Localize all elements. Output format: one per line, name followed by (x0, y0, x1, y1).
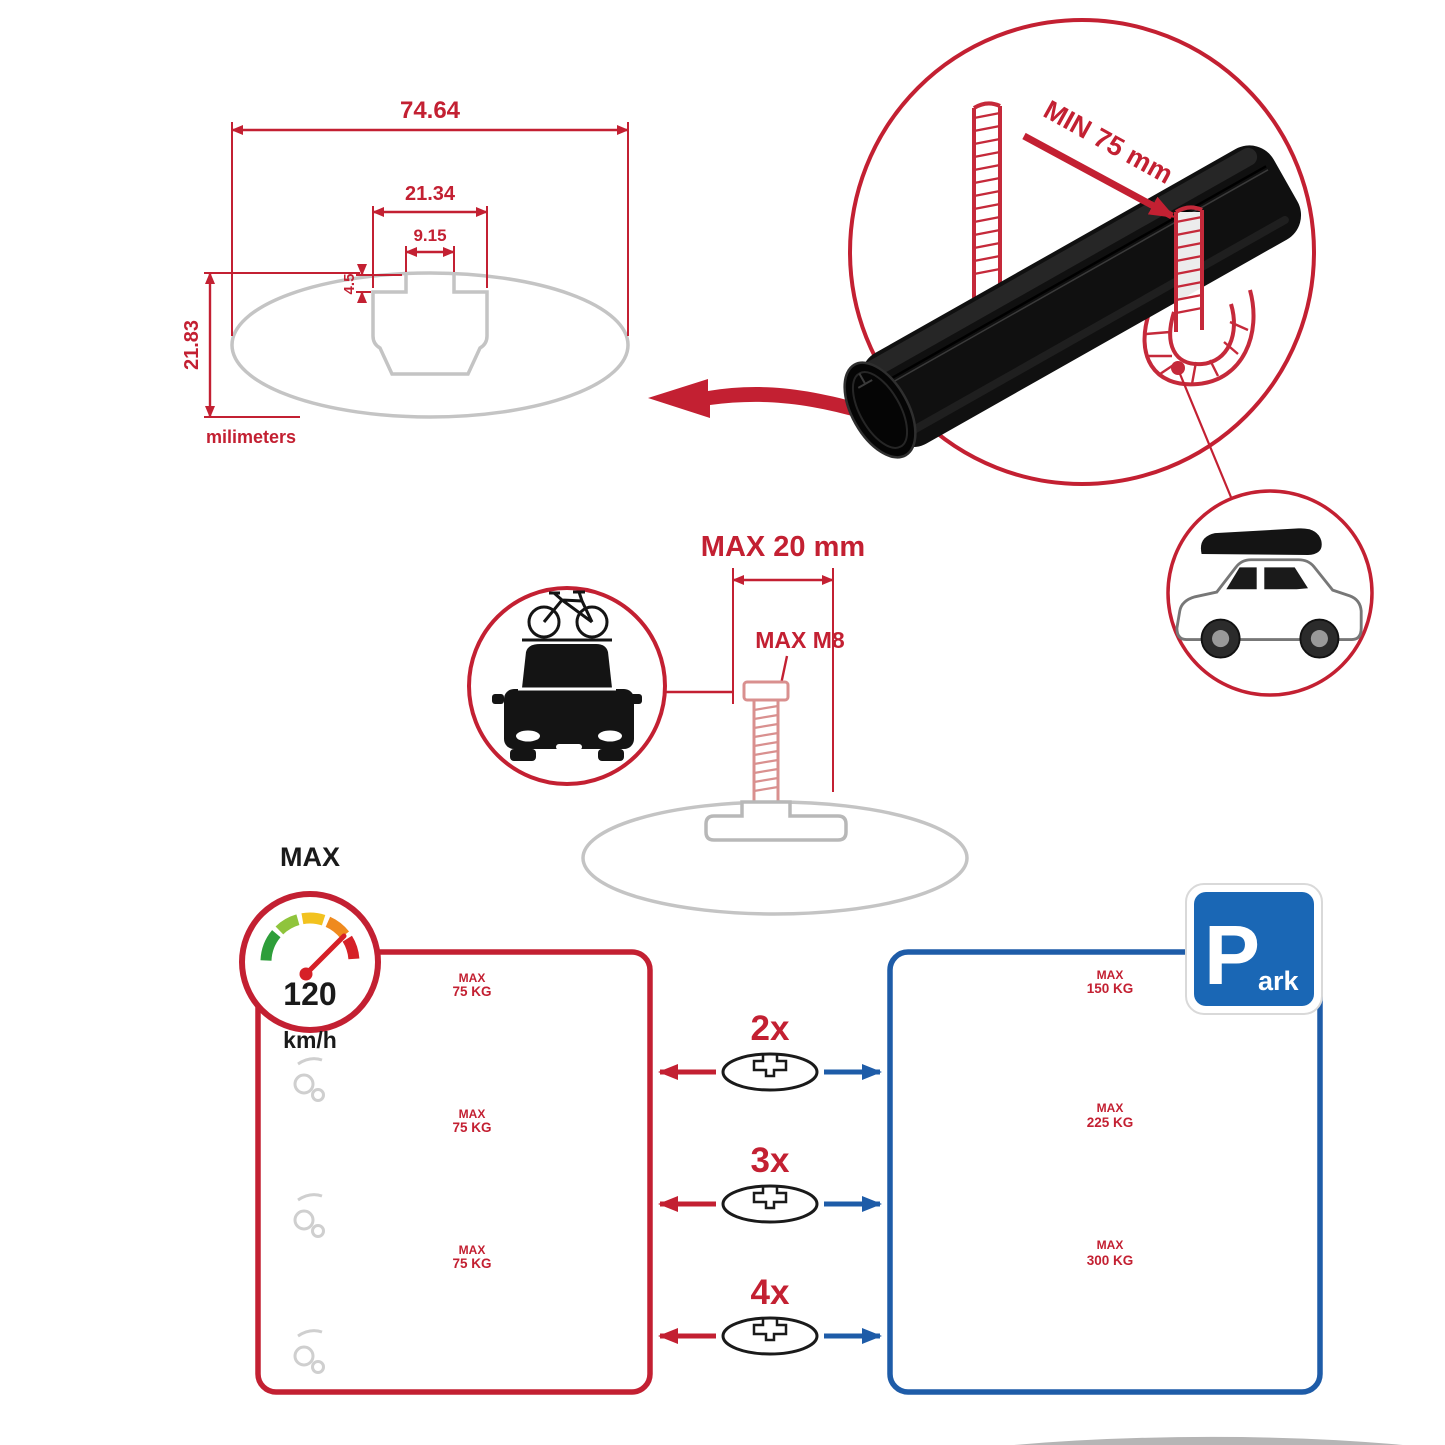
multiplier-set-1: 2x (658, 1009, 882, 1092)
multiplier-set-2: 3x (658, 1141, 882, 1224)
wheel (598, 749, 624, 761)
driving-car-row-3: MAX 75 KG (293, 1243, 492, 1374)
cargo-weight: 225 KG (1087, 1115, 1134, 1130)
parking-suffix: ark (1258, 966, 1300, 996)
clamp-detail-circle: MIN 75 mm (843, 18, 1316, 486)
speed-units: km/h (283, 1027, 337, 1053)
cargo-max-label: MAX (1097, 968, 1124, 982)
parked-car-row-2: MAX 225 KG (1087, 1101, 1134, 1130)
speed-max-label: MAX (280, 842, 340, 872)
crossbar-section-icon (721, 1316, 819, 1356)
min-span-arrow (1022, 132, 1176, 220)
u-bolt-rod-right (1174, 205, 1204, 332)
cargo-weight: 75 KG (452, 1256, 491, 1271)
gauge-pivot (299, 967, 313, 981)
cross-section-diagram: 74.64 21.34 9.15 4.5 21.83 milimeters (181, 97, 630, 447)
grille (556, 744, 582, 750)
gauge-needle (303, 933, 347, 977)
cargo-max-label: MAX (459, 1107, 486, 1121)
t-slot-profile (371, 275, 489, 376)
driving-panel (255, 949, 653, 1395)
multiplier-label: 4x (751, 1273, 790, 1312)
crossbar-profile-ellipse (230, 271, 630, 419)
crossbar-section-icon (721, 1052, 819, 1092)
speed-value: 120 (283, 976, 336, 1012)
parked-car-row-1: MAX 150 KG (1087, 968, 1134, 996)
cargo-weight: 150 KG (1087, 981, 1134, 996)
crossbar-section-icon (721, 1184, 819, 1224)
dim-slot-width-label: 9.15 (413, 226, 446, 245)
leader-line (1178, 373, 1235, 503)
detail-pointer-arrow (648, 379, 862, 418)
parked-car-row-3: MAX 300 KG (1087, 1238, 1134, 1268)
roof-box (1200, 528, 1322, 555)
car-cabin (522, 644, 612, 688)
wheel (510, 749, 536, 761)
dim-slot-depth-label: 4.5 (341, 274, 358, 295)
multiplier-set-3: 4x (658, 1273, 882, 1356)
cargo-weight: 75 KG (452, 1120, 491, 1135)
parking-letter: P (1204, 908, 1260, 1002)
u-bolt-rod-left (972, 101, 1002, 298)
multiplier-label: 3x (751, 1141, 790, 1180)
suv-with-roofbox (1175, 528, 1363, 659)
cargo-max-label: MAX (459, 1243, 486, 1257)
car-front-with-bike (492, 590, 642, 761)
driving-car-row-2: MAX 75 KG (293, 1107, 492, 1238)
units-label: milimeters (206, 427, 296, 447)
cargo-max-label: MAX (1097, 1238, 1124, 1252)
parking-sign-panel (1194, 892, 1314, 1006)
cargo-weight: 75 KG (452, 984, 491, 999)
side-mirror (630, 694, 642, 704)
cargo-max-label: MAX (459, 971, 486, 985)
motion-lines (297, 1193, 323, 1202)
parked-panel (887, 949, 1323, 1395)
multiplier-label: 2x (751, 1009, 790, 1048)
headlight (516, 730, 540, 742)
driving-car-row-1: MAX 75 KG (293, 971, 492, 1102)
roofbox-car-circle (1166, 489, 1374, 697)
max-length-label: MAX 20 mm (701, 531, 865, 563)
motion-lines (297, 1057, 323, 1066)
cargo-max-label: MAX (1097, 1101, 1124, 1115)
max-thread-label: MAX M8 (755, 627, 845, 653)
headlight (598, 730, 622, 742)
speed-limit-gauge: MAX 120 km/h (239, 842, 381, 1053)
bolt-illustration (742, 680, 790, 804)
parking-sign: P ark (1185, 883, 1323, 1015)
clamp-point-dot (1171, 361, 1185, 375)
bicycle-icon (527, 590, 609, 639)
side-mirror (492, 694, 504, 704)
bike-car-circle (467, 586, 733, 786)
cargo-weight: 300 KG (1087, 1253, 1134, 1268)
t-slot-adapter (704, 800, 848, 842)
dim-total-height-label: 21.83 (181, 320, 203, 370)
u-bolt-curve (1142, 289, 1256, 387)
dim-channel-width-label: 21.34 (405, 183, 456, 205)
dim-total-width-label: 74.64 (400, 97, 461, 124)
motion-lines (297, 1329, 323, 1338)
bolt-detail-section: MAX 20 mm MAX M8 (581, 531, 969, 916)
